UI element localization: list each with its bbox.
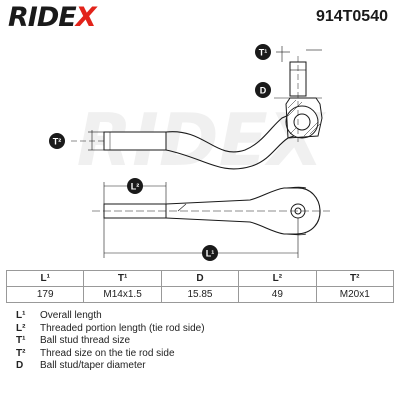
legend-text: Threaded portion length (tie rod side) [40, 322, 205, 334]
legend-item: T² Thread size on the tie rod side [16, 348, 205, 361]
badge-t1-label: T¹ [259, 48, 268, 58]
spec-value-cell: M14x1.5 [83, 286, 162, 303]
badge-d-label: D [260, 86, 267, 96]
badge-t2: T² [49, 133, 65, 149]
badge-t2-label: T² [53, 137, 62, 147]
top-view [92, 182, 330, 258]
spec-value-cell: 15.85 [160, 286, 240, 303]
legend-symbol: L¹ [16, 310, 26, 321]
badge-l1: L¹ [202, 245, 218, 261]
spec-header-row: L¹ T¹ D L² T² [5, 270, 395, 287]
spec-header-cell: D [160, 270, 240, 287]
legend-item: T¹ Ball stud thread size [16, 335, 205, 348]
legend-item: L² Threaded portion length (tie rod side… [16, 323, 205, 336]
legend-symbol: T² [16, 347, 26, 359]
spec-value-row: 179 M14x1.5 15.85 49 M20x1 [5, 286, 395, 303]
badge-d: D [255, 82, 271, 98]
legend-text: Thread size on the tie rod side [40, 347, 175, 359]
badge-l2: L² [127, 178, 143, 194]
legend-text: Ball stud/taper diameter [40, 360, 146, 371]
brand-logo-accent: X [75, 2, 97, 33]
legend-symbol: L² [16, 322, 26, 334]
legend: L¹ Overall length L² Threaded portion le… [16, 310, 205, 373]
legend-text: Overall length [40, 310, 102, 321]
legend-text: Ball stud thread size [40, 335, 131, 346]
spec-table: L¹ T¹ D L² T² 179 M14x1.5 15.85 49 M20x1 [5, 270, 395, 303]
spec-value-cell: 179 [5, 286, 85, 303]
spec-value-cell: M20x1 [315, 286, 395, 303]
header: RIDEX 914T0540 [0, 0, 400, 36]
brand-logo: RIDEX [8, 2, 97, 33]
part-number: 914T0540 [315, 8, 388, 25]
badge-t1: T¹ [255, 44, 271, 60]
spec-header-cell: L¹ [5, 270, 85, 287]
side-view [70, 46, 323, 170]
spec-value-cell: 49 [238, 286, 317, 303]
spec-header-cell: L² [238, 270, 317, 287]
legend-item: D Ball stud/taper diameter [16, 360, 205, 373]
spec-header-cell: T¹ [83, 270, 162, 287]
technical-drawing: RIDEX [49, 44, 330, 261]
legend-symbol: D [16, 360, 24, 371]
legend-symbol: T¹ [16, 335, 26, 346]
legend-item: L¹ Overall length [16, 310, 205, 323]
badge-l1-label: L¹ [206, 249, 215, 259]
spec-header-cell: T² [315, 270, 395, 287]
badge-l2-label: L² [131, 182, 140, 192]
